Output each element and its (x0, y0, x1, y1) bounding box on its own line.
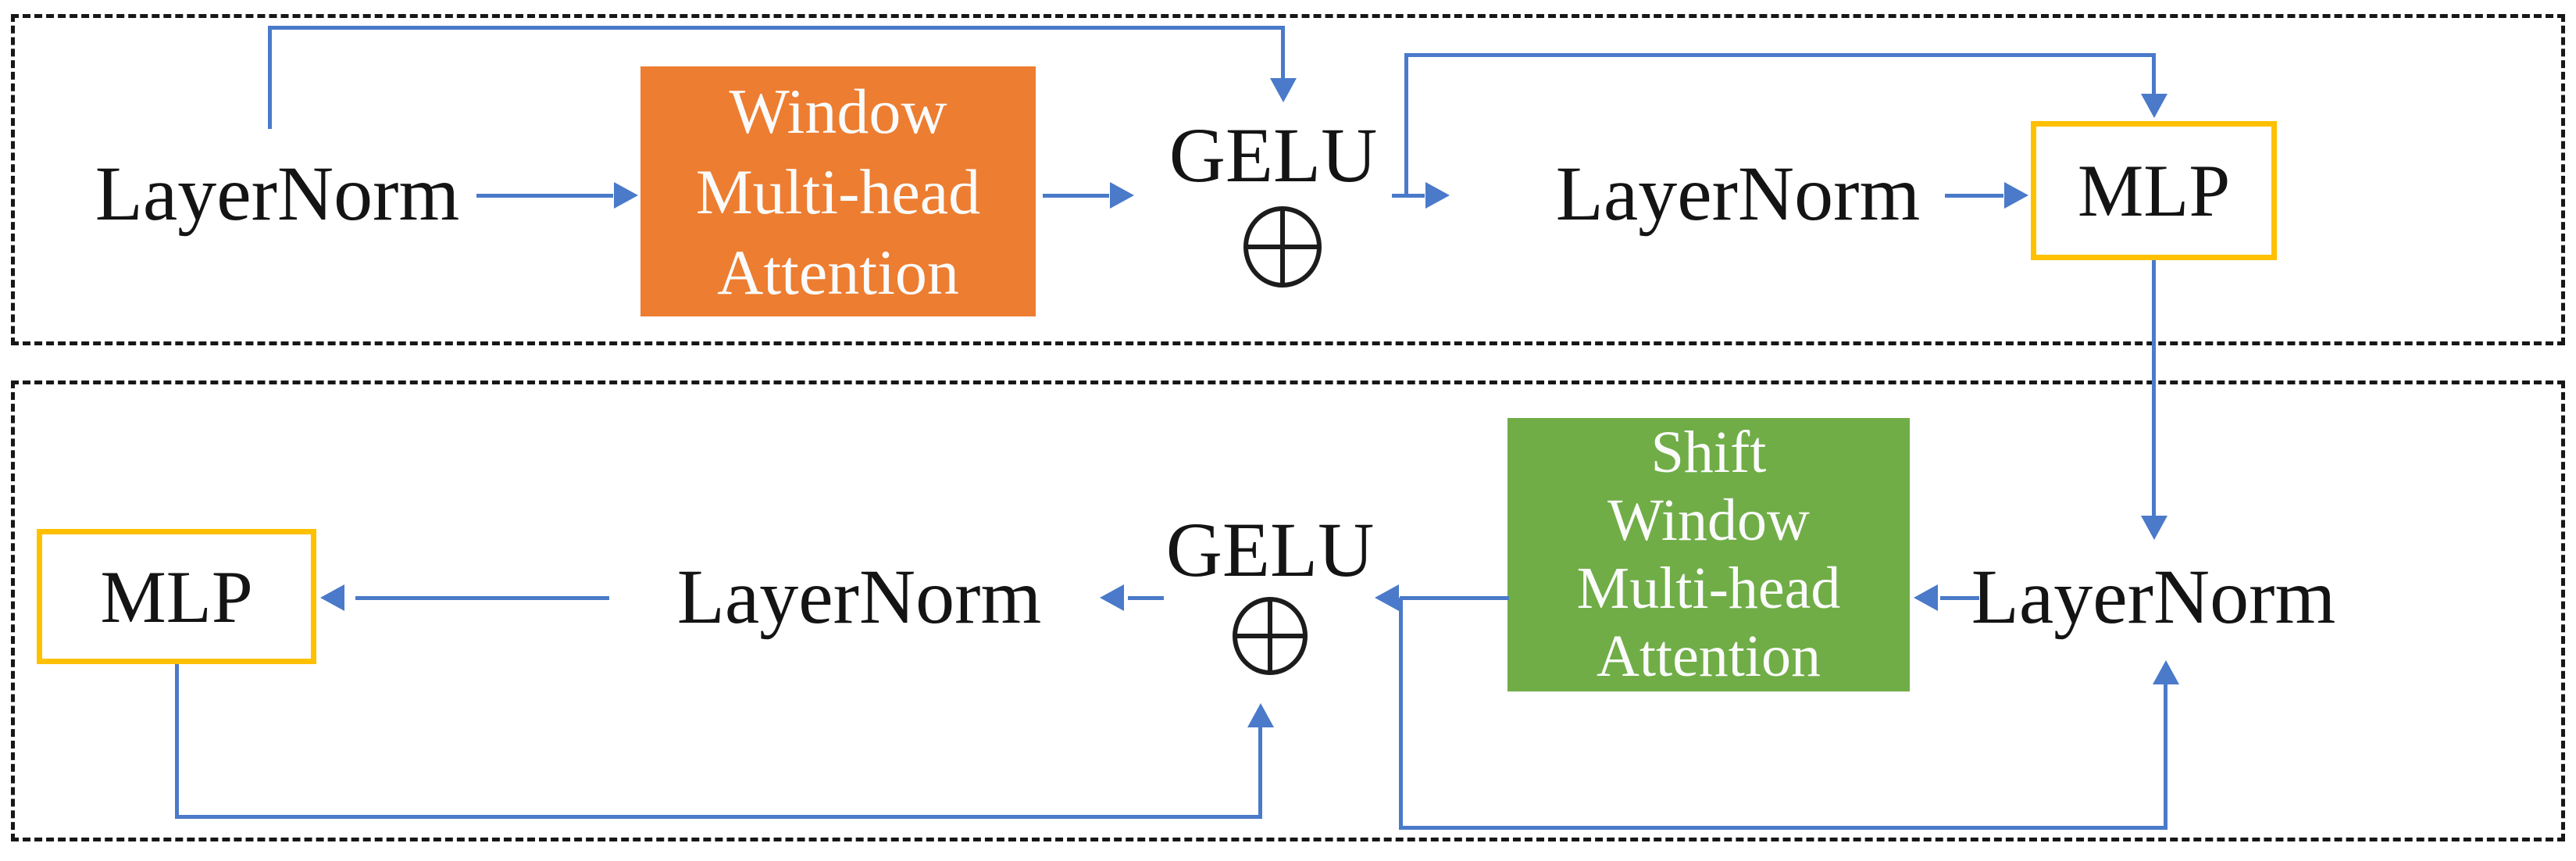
upper-block-dashed-frame (11, 14, 2565, 345)
window-msa-line2: Multi-head (695, 155, 981, 227)
add1-circle-plus-icon (1243, 206, 1322, 288)
skipA-rise-line (2164, 684, 2167, 828)
ln2-to-mlp1-line (1945, 194, 2003, 198)
add2-circle-plus-icon (1233, 597, 1308, 675)
mlp1-box: MLP (2031, 121, 2277, 260)
gelu2-to-ln4-line (1128, 596, 1164, 600)
gelu1-out-line (1392, 194, 1425, 198)
skipB-rise-line (1258, 727, 1262, 816)
skip1-arrowhead-down (1270, 78, 1297, 102)
skipB-horizontal-line (175, 815, 1262, 819)
skip2-horizontal-line (1404, 53, 2156, 57)
gelu2-label: GELU (1165, 506, 1375, 593)
skipA-horizontal-line (1399, 826, 2167, 830)
ln3-to-swmsa-arrowhead (1914, 584, 1938, 611)
skipB-arrowhead-up (1247, 703, 1274, 727)
ln4-to-mlp2-arrowhead (320, 584, 344, 611)
lower-block-dashed-frame (11, 380, 2565, 841)
layernorm1-label: LayerNorm (95, 149, 460, 237)
ln4-to-mlp2-line (355, 596, 609, 600)
layernorm3-label: LayerNorm (1971, 552, 2336, 640)
shift-window-msa-line3: Multi-head (1576, 556, 1841, 621)
gelu1-to-ln2-arrowhead (1425, 182, 1450, 209)
skip1-horizontal-line (268, 26, 1285, 30)
window-msa-line1: Window (729, 75, 947, 147)
skipB-vertical-line (175, 664, 179, 816)
skip2-arrowhead-down (2141, 94, 2167, 118)
skipA-arrowhead-up (2153, 660, 2179, 684)
mlp2-label: MLP (100, 555, 253, 638)
window-msa-line3: Attention (717, 236, 959, 308)
skip2-drop-line (2152, 53, 2156, 94)
layernorm4-label: LayerNorm (676, 552, 1042, 640)
wmsa-to-gelu1-line (1043, 194, 1109, 198)
window-msa-box: Window Multi-head Attention (640, 66, 1036, 316)
shift-window-msa-line1: Shift (1650, 420, 1767, 485)
ln1-to-wmsa-arrowhead (614, 182, 638, 209)
mlp1-out-vertical-line (2152, 260, 2156, 516)
swmsa-to-gelu2-line (1400, 596, 1509, 600)
layernorm2-label: LayerNorm (1555, 149, 1921, 237)
mlp1-to-ln3-arrowhead (2141, 516, 2167, 540)
swmsa-to-gelu2-arrowhead (1375, 584, 1399, 611)
gelu1-label: GELU (1168, 111, 1378, 198)
skip1-drop-line (1281, 26, 1285, 78)
shift-window-msa-box: Shift Window Multi-head Attention (1507, 418, 1910, 691)
shift-window-msa-line2: Window (1607, 488, 1810, 553)
ln2-to-mlp1-arrowhead (2004, 182, 2028, 209)
skip2-vertical-line (1404, 55, 1408, 195)
wmsa-to-gelu1-arrowhead (1110, 182, 1134, 209)
ln3-to-swmsa-line (1940, 596, 1979, 600)
mlp2-box: MLP (37, 529, 316, 664)
gelu2-to-ln4-arrowhead (1100, 584, 1124, 611)
skip1-vertical-line (268, 27, 272, 129)
shift-window-msa-line4: Attention (1596, 623, 1821, 689)
skipA-vertical-line (1399, 598, 1403, 828)
mlp1-label: MLP (2077, 149, 2231, 232)
ln1-to-wmsa-line (476, 194, 613, 198)
